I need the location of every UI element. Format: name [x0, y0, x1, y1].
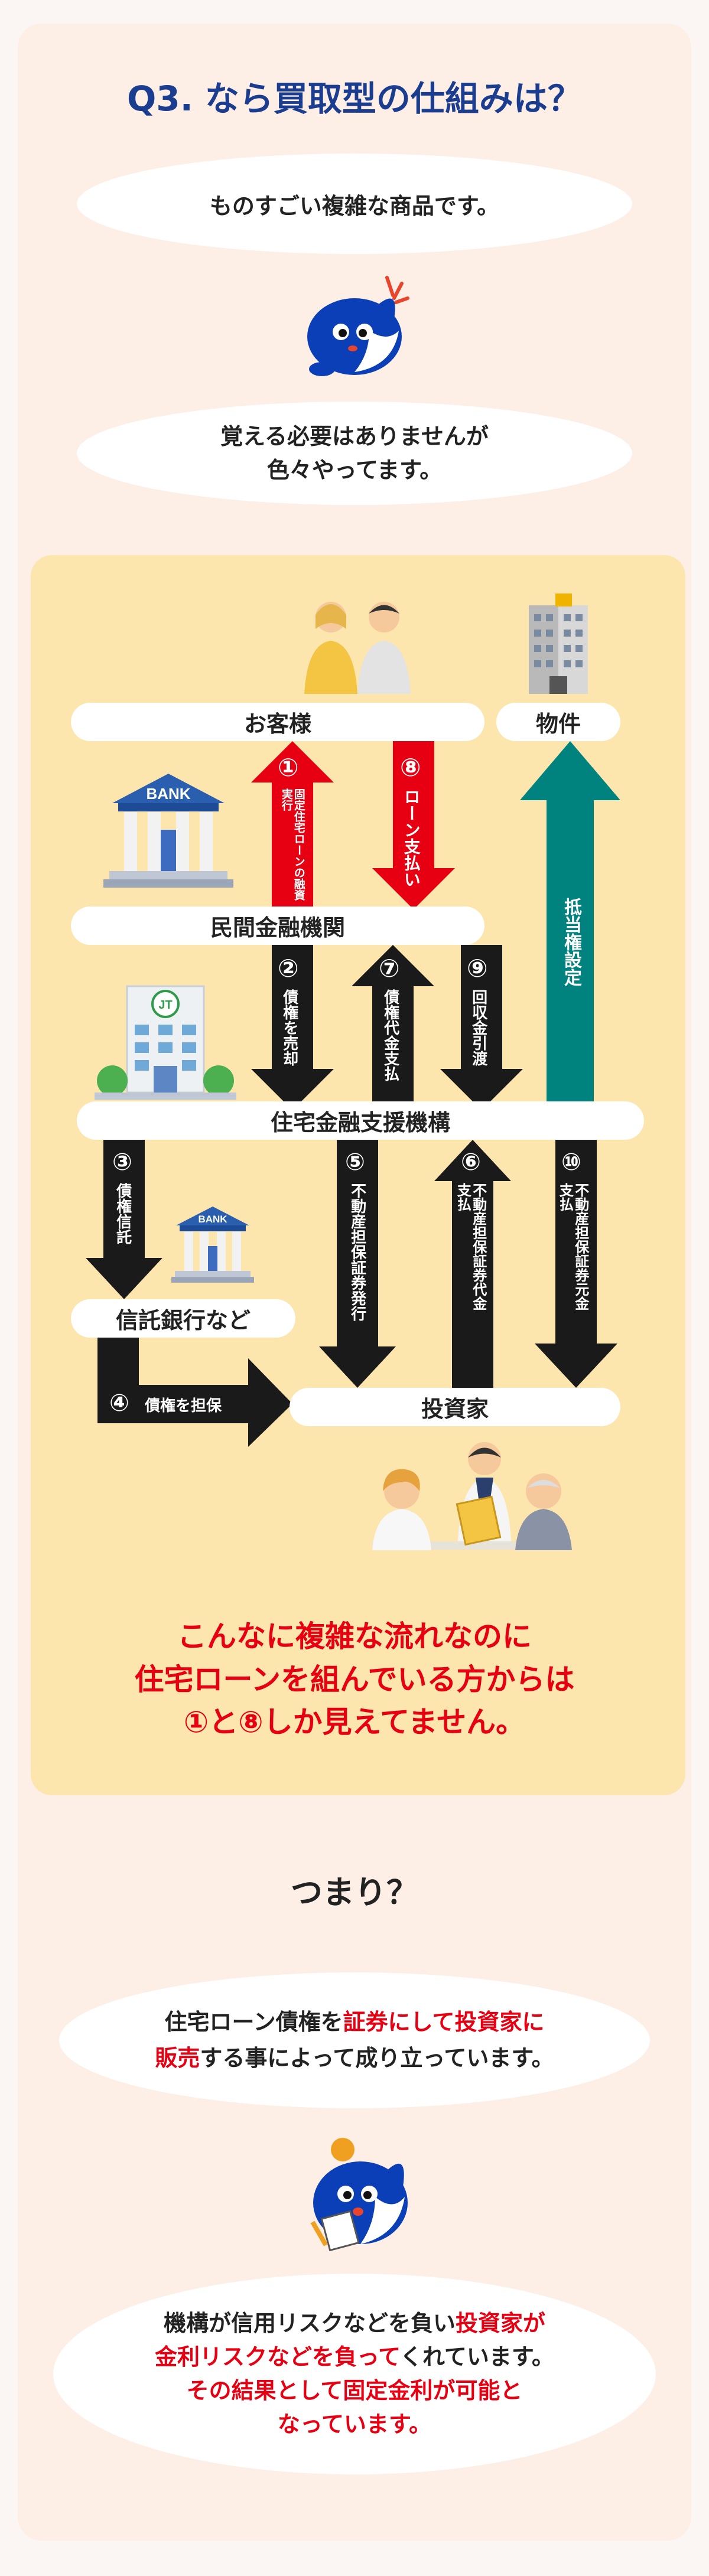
speech-bubble-mid: 覚える必要はありませんが 色々やってます。 [77, 402, 632, 505]
flow-5-label: 不動産担保証券発行 [348, 1183, 366, 1321]
flow-3-number: ③ [112, 1149, 132, 1176]
investors-meeting-icon [372, 1442, 572, 1550]
flow-arrow-6 [434, 1140, 511, 1388]
flow-arrow-2 [251, 945, 334, 1110]
flow-7-label: 債権代金支払 [381, 989, 399, 1081]
mortgage-arrow [520, 741, 620, 1101]
customer-couple-icon [304, 602, 411, 694]
summary2-l1a: 機構が信用リスクなどを負い [163, 2310, 456, 2336]
flow-1-label: 固定住宅ローンの融資実行 [279, 788, 305, 901]
summary-bubble-2: 機構が信用リスクなどを負い投資家が 金利リスクなどを負ってくれています。 その結… [53, 2274, 656, 2474]
mortgage-label: 抵当権設定 [561, 898, 581, 986]
summary1-line2: 販売する事によって成り立っています。 [155, 2040, 554, 2076]
summary2-line1: 機構が信用リスクなどを負い投資家が [164, 2307, 545, 2340]
property-building-icon [529, 594, 588, 694]
emphasis-text: こんなに複雑な流れなのに 住宅ローンを組んでいる方からは ①と⑧しか見えてません… [0, 1615, 709, 1744]
summary1-l2b: する事によって成り立っています。 [200, 2045, 554, 2071]
flow-arrow-7 [352, 945, 434, 1110]
node-trust-bank-label: 信託銀行など [115, 1307, 251, 1333]
flow-arrow-10 [535, 1140, 617, 1388]
flow-10-label: 不動産担保証券元金支払 [557, 1183, 589, 1310]
trust-bank-sign-text: BANK [198, 1214, 227, 1225]
flow-8-number: ⑧ [400, 753, 421, 782]
flow-arrow-5 [319, 1140, 396, 1388]
bubble-mid-line2: 色々やってます。 [266, 456, 443, 483]
flow-9-label: 回収金引渡 [469, 989, 487, 1066]
flow-8-label: ローン支払い [401, 788, 421, 888]
summary-bubble-1: 住宅ローン債権を証券にして投資家に 販売する事によって成り立っています。 [59, 1972, 650, 2108]
node-jhf-label: 住宅金融支援機構 [270, 1110, 450, 1136]
node-property: 物件 [496, 703, 620, 741]
summary1-l2a: 販売 [155, 2045, 200, 2071]
summary2-l2a: 金利リスクなどを負って [154, 2344, 400, 2370]
bank-building-icon: BANK [103, 774, 233, 888]
emphasis-line3: ①と⑧しか見えてません。 [183, 1705, 526, 1739]
flow-arrow-8 [372, 741, 455, 909]
node-private-bank-label: 民間金融機関 [210, 915, 345, 941]
node-customer: お客様 [71, 703, 484, 741]
flow-4-number: ④ [109, 1390, 129, 1417]
whale-mascot-icon [307, 276, 409, 376]
emphasis-line1: こんなに複雑な流れなのに [177, 1619, 532, 1654]
bubble-top-text: ものすごい複雑な商品です。 [209, 193, 500, 219]
flow-2-label: 債権を売却 [280, 989, 298, 1066]
node-private-bank: 民間金融機関 [71, 907, 484, 945]
flow-7-number: ⑦ [379, 954, 400, 983]
speech-bubble-top: ものすごい複雑な商品です。 [77, 154, 632, 254]
summary1-line1: 住宅ローン債権を証券にして投資家に [165, 2004, 545, 2040]
summary2-line2: 金利リスクなどを負ってくれています。 [155, 2340, 554, 2374]
node-investor: 投資家 [290, 1388, 620, 1426]
jhf-logo-text: JT [158, 999, 172, 1012]
flow-5-number: ⑤ [345, 1149, 365, 1176]
node-customer-label: お客様 [243, 711, 311, 737]
node-trust-bank: 信託銀行など [71, 1299, 295, 1338]
summary2-l1b: 投資家が [456, 2310, 546, 2336]
bank-sign-text: BANK [146, 785, 190, 803]
flow-3-label: 債権信託 [113, 1183, 132, 1244]
flow-9-number: ⑨ [467, 954, 488, 983]
summary-title: つまり？ [291, 1874, 418, 1911]
trust-bank-icon: BANK [171, 1207, 254, 1283]
page-title: Q3. なら買取型の仕組みは？ [127, 79, 582, 119]
node-investor-label: 投資家 [421, 1396, 489, 1422]
summary1-l1a: 住宅ローン債権を [164, 2009, 343, 2036]
summary2-line4: なっています。 [277, 2411, 432, 2437]
emphasis-line2: 住宅ローンを組んでいる方からは [134, 1662, 575, 1697]
summary2-l2b: くれています。 [399, 2344, 555, 2370]
summary1-l1b: 証券にして投資家に [343, 2009, 545, 2036]
flow-6-number: ⑥ [461, 1149, 481, 1176]
node-jhf: 住宅金融支援機構 [77, 1101, 644, 1140]
flow-1-number: ① [278, 753, 299, 782]
bubble-mid-line1: 覚える必要はありませんが [220, 423, 489, 449]
flow-4-label: 債権を担保 [145, 1397, 222, 1415]
flow-arrow-9 [440, 945, 523, 1110]
flow-10-number: ⑩ [561, 1149, 581, 1176]
flow-arrow-1 [251, 741, 334, 909]
flow-arrow-3 [86, 1140, 162, 1299]
summary2-line3: その結果として固定金利が可能と [186, 2378, 523, 2404]
node-property-label: 物件 [535, 711, 581, 737]
flow-2-number: ② [278, 954, 299, 983]
flow-arrow-4 [97, 1338, 292, 1447]
whale-mascot-notepad-icon [310, 2138, 408, 2252]
jhf-building-icon: JT [95, 985, 236, 1100]
flow-6-label: 不動産担保証券代金支払 [454, 1183, 487, 1310]
